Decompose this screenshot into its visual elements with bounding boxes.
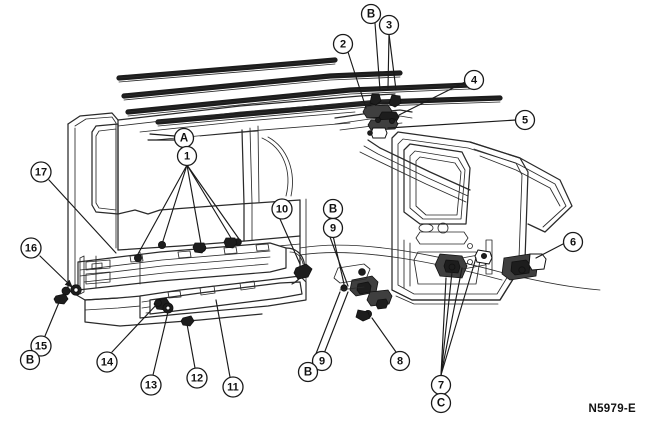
callout-circle (96, 351, 118, 373)
callout-b-0: B (360, 3, 382, 25)
callout-circle (30, 161, 52, 183)
callout-b-18: B (297, 361, 319, 383)
callout-label: 4 (471, 75, 478, 87)
callout-label: 17 (35, 167, 47, 179)
callout-10-8: 10 (271, 198, 293, 220)
callout-label: B (329, 204, 337, 216)
callout-label: 10 (276, 204, 288, 216)
callout-17-7: 17 (30, 161, 52, 183)
callout-13-20: 13 (140, 374, 162, 396)
callout-a-5: A (173, 127, 195, 149)
callout-label: 15 (35, 341, 47, 353)
callout-circle (332, 33, 354, 55)
callout-12-19: 12 (186, 367, 208, 389)
callout-circle (360, 3, 382, 25)
callout-label: B (26, 355, 34, 367)
callout-label: 3 (386, 20, 392, 32)
callout-label: 5 (522, 115, 528, 127)
callout-16-12: 16 (20, 237, 42, 259)
callout-circle (271, 198, 293, 220)
callout-circle (20, 237, 42, 259)
callout-14-15: 14 (96, 351, 118, 373)
callout-circle (378, 14, 400, 36)
callout-label: 13 (145, 380, 157, 392)
callout-9-10: 9 (322, 217, 344, 239)
callout-label: 6 (570, 237, 576, 249)
callout-3-1: 3 (378, 14, 400, 36)
callout-circle (514, 109, 536, 131)
callout-11-22: 11 (222, 376, 244, 398)
callout-label: 12 (191, 373, 203, 385)
callout-5-4: 5 (514, 109, 536, 131)
callout-label: A (180, 133, 188, 145)
callout-label: C (437, 398, 445, 410)
callout-circle (430, 392, 452, 414)
callout-circle (389, 350, 411, 372)
callout-label: B (367, 9, 375, 21)
figure-code-label: N5979-E (588, 403, 636, 415)
sliding-door-panel (299, 131, 601, 305)
callout-2-2: 2 (332, 33, 354, 55)
leader-lines (39, 22, 564, 378)
callout-8-17: 8 (389, 350, 411, 372)
callout-1-6: 1 (176, 145, 198, 167)
lower-track-assembly (53, 237, 313, 327)
callout-circle (186, 367, 208, 389)
callout-label: 1 (184, 151, 190, 163)
callout-circle (176, 145, 198, 167)
callout-15-13: 15 (30, 335, 52, 357)
callout-c-23: C (430, 392, 452, 414)
callout-6-11: 6 (562, 231, 584, 253)
callout-circle (311, 350, 333, 372)
callout-label: 11 (227, 382, 239, 394)
callout-label: 14 (101, 357, 114, 369)
callout-circle (562, 231, 584, 253)
callout-label: 8 (397, 356, 403, 368)
callout-4-3: 4 (463, 69, 485, 91)
callout-label: 16 (25, 243, 37, 255)
center-hinge-hardware (333, 249, 547, 322)
callout-label: 7 (438, 380, 444, 392)
vehicle-body-outline (67, 93, 396, 327)
callout-circle (30, 335, 52, 357)
upper-weatherstrip-group (116, 57, 503, 127)
callout-circle (19, 349, 41, 371)
upper-hinge-assembly (334, 93, 471, 203)
callout-b-14: B (19, 349, 41, 371)
callout-label: 2 (340, 39, 346, 51)
callout-circle (463, 69, 485, 91)
callout-label: 9 (330, 223, 336, 235)
callout-circle (322, 217, 344, 239)
callout-circle (140, 374, 162, 396)
callout-b-9: B (322, 198, 344, 220)
callout-9-16: 9 (311, 350, 333, 372)
callout-circle (222, 376, 244, 398)
callout-label: B (304, 367, 312, 379)
callout-7-21: 7 (430, 374, 452, 396)
callout-circle (297, 361, 319, 383)
callout-label: 9 (319, 356, 325, 368)
